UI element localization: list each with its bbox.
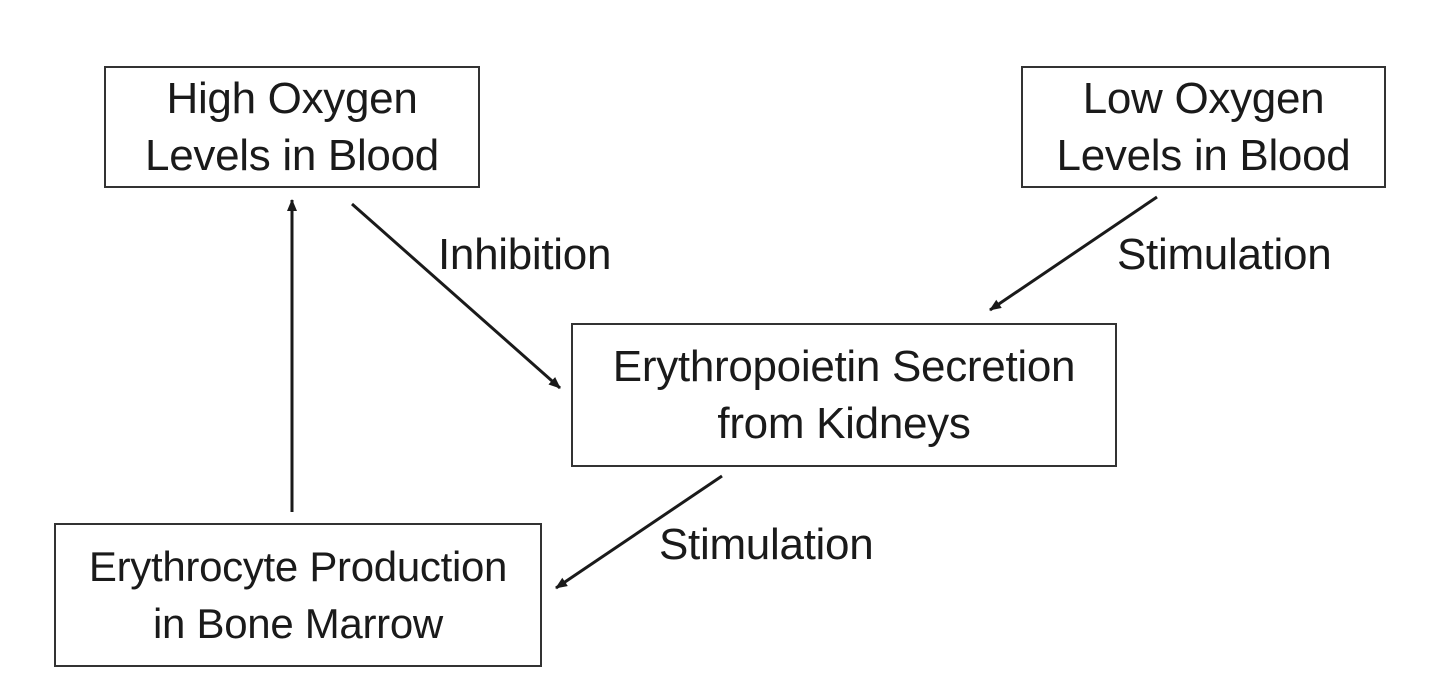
node-low-oxygen-line2: Levels in Blood — [1056, 131, 1351, 180]
node-high-oxygen-line1: High Oxygen — [166, 74, 418, 123]
node-erythrocyte-production-line1: Erythrocyte Production — [88, 543, 508, 590]
arrow-low-to-epo — [989, 195, 1158, 312]
arrow-epo-to-erythrocyte — [555, 474, 723, 590]
node-high-oxygen: High Oxygen Levels in Blood — [104, 66, 480, 188]
arrow-high-to-epo — [351, 202, 561, 390]
node-low-oxygen-line1: Low Oxygen — [1082, 74, 1325, 123]
node-epo-secretion: Erythropoietin Secretion from Kidneys — [571, 323, 1117, 467]
edge-label-stimulation-epo: Stimulation — [659, 520, 874, 569]
node-erythrocyte-production-line2: in Bone Marrow — [153, 600, 443, 647]
node-erythrocyte-production: Erythrocyte Production in Bone Marrow — [54, 523, 542, 667]
node-epo-secretion-line2: from Kidneys — [717, 399, 971, 448]
node-epo-secretion-line1: Erythropoietin Secretion — [612, 342, 1076, 391]
node-low-oxygen: Low Oxygen Levels in Blood — [1021, 66, 1386, 188]
edge-label-stimulation-low-oxygen: Stimulation — [1117, 230, 1332, 279]
node-high-oxygen-line2: Levels in Blood — [145, 131, 439, 180]
edge-label-inhibition: Inhibition — [438, 230, 612, 279]
